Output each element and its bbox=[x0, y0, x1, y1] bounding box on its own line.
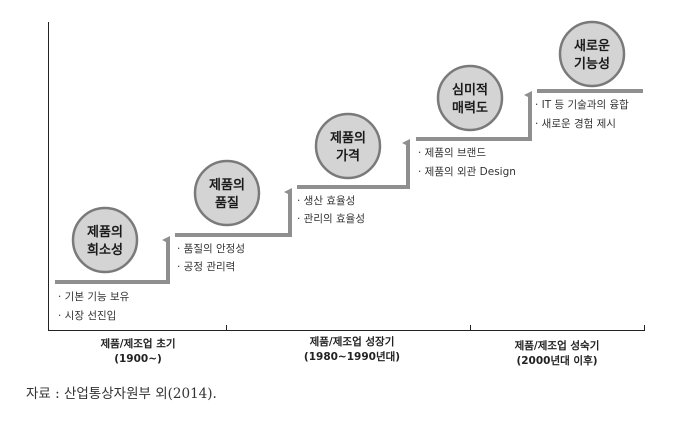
step-4 bbox=[416, 91, 532, 141]
stage-2-bullet: · 공정 관리력 bbox=[177, 261, 235, 273]
stage-circle-5 bbox=[558, 20, 626, 88]
step-2 bbox=[175, 188, 292, 237]
stage-3-bullet: · 관리의 효율성 bbox=[297, 213, 365, 225]
period-1-name: 제품/제조업 초기 bbox=[100, 337, 175, 350]
stage-2-line2: 품질 bbox=[215, 196, 239, 211]
period-2-name: 제품/제조업 성장기 bbox=[310, 335, 395, 348]
period-2-years: (1980~1990년대) bbox=[304, 350, 400, 363]
stage-2-line1: 제품의 bbox=[209, 177, 245, 193]
stage-5-line2: 기능성 bbox=[574, 57, 610, 72]
period-3-name: 제품/제조업 성숙기 bbox=[515, 339, 600, 352]
stage-5-bullet: · 새로운 경험 제시 bbox=[535, 117, 616, 130]
stage-4-bullet: · 제품의 브랜드 bbox=[418, 147, 486, 159]
stage-circle-2 bbox=[193, 159, 261, 227]
source-caption: 자료 : 산업통상자원부 외(2014). bbox=[26, 386, 217, 402]
period-3-years: (2000년대 이후) bbox=[516, 354, 597, 367]
period-1-years: (1900~) bbox=[114, 353, 162, 365]
stage-5-line1: 새로운 bbox=[574, 38, 610, 54]
stage-5-bullet: · IT 등 기술과의 융합 bbox=[535, 99, 629, 111]
step-1 bbox=[55, 236, 170, 284]
stage-3-line2: 가격 bbox=[336, 149, 360, 164]
stage-4-bullet: · 제품의 외관 Design bbox=[418, 166, 516, 178]
step-3 bbox=[297, 139, 410, 189]
stage-1-bullet: · 기본 기능 보유 bbox=[58, 291, 130, 303]
stage-1-line2: 희소성 bbox=[87, 243, 123, 258]
stage-4-line1: 심미적 bbox=[452, 82, 488, 98]
stage-1-bullet: · 시장 선진입 bbox=[58, 309, 116, 322]
stage-1-line1: 제품의 bbox=[87, 224, 123, 240]
stage-2-bullet: · 품질의 안정성 bbox=[177, 243, 245, 255]
stage-3-bullet: · 생산 효율성 bbox=[297, 195, 355, 207]
stage-circle-1 bbox=[71, 206, 139, 274]
stage-4-line2: 매력도 bbox=[452, 101, 488, 116]
stage-circle-3 bbox=[314, 112, 382, 180]
stage-3-line1: 제품의 bbox=[330, 130, 366, 146]
stage-circle-4 bbox=[436, 64, 504, 132]
